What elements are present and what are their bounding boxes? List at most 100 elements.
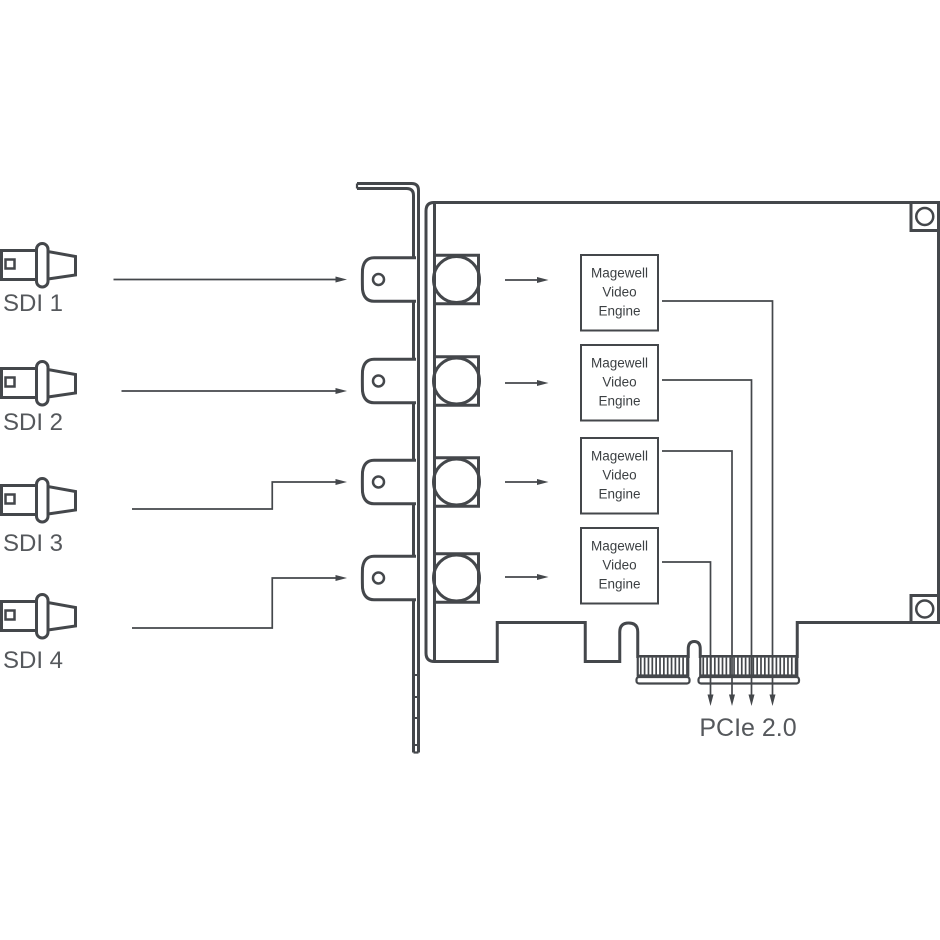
route-line-4 bbox=[662, 561, 712, 695]
route-line-3 bbox=[662, 450, 733, 695]
sdi-1-label: SDI 1 bbox=[3, 290, 63, 317]
pcb-board bbox=[424, 201, 940, 663]
sdi-4-label: SDI 4 bbox=[3, 647, 63, 674]
arrow-head-icon bbox=[335, 388, 347, 394]
bnc-plug-icon bbox=[0, 360, 77, 407]
route-line-1 bbox=[662, 300, 774, 695]
bnc-barrel bbox=[360, 256, 416, 303]
route-line-2 bbox=[662, 379, 753, 695]
engine-text-line: Video bbox=[602, 558, 636, 573]
sdi-input-2: SDI 2 bbox=[0, 360, 77, 436]
engine-text-line: Video bbox=[602, 285, 636, 300]
bnc-ports bbox=[360, 253, 481, 604]
sdi-input-4: SDI 4 bbox=[0, 593, 77, 674]
sdi-2-label: SDI 2 bbox=[3, 409, 63, 436]
pcie-gold-fingers-icon bbox=[635, 655, 801, 685]
plug-pin bbox=[4, 609, 16, 621]
engine-box bbox=[580, 527, 659, 605]
arrow-head-icon bbox=[537, 277, 549, 283]
bnc-mount-circle bbox=[432, 255, 481, 304]
plug-body bbox=[0, 367, 39, 399]
bnc-plug-icon bbox=[0, 593, 77, 640]
pcie-routes bbox=[662, 300, 776, 706]
engine-text-line: Video bbox=[602, 468, 636, 483]
engine-text-line: Engine bbox=[598, 394, 640, 409]
bnc-center-hole bbox=[371, 374, 386, 388]
engine-text-line: Magewell bbox=[591, 356, 648, 371]
bnc-plug-icon bbox=[0, 242, 77, 289]
screw-hole-circle bbox=[915, 599, 935, 619]
bracket-outer-edge bbox=[357, 182, 420, 753]
arrow-head-icon bbox=[335, 575, 347, 581]
plug-collar bbox=[35, 360, 50, 407]
bnc-plug-icon bbox=[0, 477, 77, 524]
arrow-head-icon bbox=[537, 574, 549, 580]
finger-base-2 bbox=[697, 675, 801, 685]
arrow-head-icon bbox=[707, 694, 714, 706]
bnc-port-icon bbox=[360, 253, 481, 306]
bnc-port-icon bbox=[360, 355, 481, 407]
arrow-head-icon bbox=[748, 694, 755, 706]
input-arrows bbox=[113, 276, 347, 629]
arrow-line-4 bbox=[132, 577, 336, 629]
bnc-center-hole bbox=[371, 571, 386, 585]
plug-body bbox=[0, 484, 39, 516]
bracket-notches bbox=[413, 674, 419, 746]
bnc-port-icon bbox=[360, 456, 481, 508]
arrow-head-icon bbox=[335, 276, 347, 283]
arrow-head-icon bbox=[537, 479, 549, 485]
engine-block-1: Magewell Video Engine bbox=[580, 254, 659, 332]
port-to-engine-arrows bbox=[505, 277, 549, 580]
plug-body bbox=[0, 249, 39, 281]
screw-hole-circle bbox=[915, 206, 935, 227]
plug-nose bbox=[46, 484, 77, 516]
video-engines: Magewell Video Engine Magewell Video Eng… bbox=[580, 254, 659, 605]
plug-nose bbox=[46, 249, 77, 281]
arrow-head-icon bbox=[537, 380, 549, 386]
engine-box bbox=[580, 437, 659, 515]
pcb-outline bbox=[424, 201, 940, 663]
sdi-input-3: SDI 3 bbox=[0, 477, 77, 557]
engine-text-line: Engine bbox=[598, 304, 640, 319]
plug-nose bbox=[46, 367, 77, 399]
finger-base-1 bbox=[635, 675, 691, 685]
arrow-head-icon bbox=[729, 694, 735, 706]
plug-pin bbox=[4, 493, 16, 505]
engine-block-2: Magewell Video Engine bbox=[580, 344, 659, 422]
plug-collar bbox=[35, 242, 50, 289]
plug-nose bbox=[46, 600, 77, 632]
sdi-input-1: SDI 1 bbox=[0, 242, 77, 317]
bnc-center-hole bbox=[371, 272, 386, 287]
plug-pin bbox=[4, 258, 16, 270]
mounting-bracket bbox=[355, 182, 420, 754]
arrow-line-3 bbox=[132, 481, 336, 510]
engine-text-line: Engine bbox=[598, 487, 640, 502]
bnc-barrel bbox=[360, 357, 416, 405]
bnc-barrel bbox=[360, 458, 416, 506]
bnc-center-hole bbox=[371, 475, 386, 489]
plug-pin bbox=[4, 376, 16, 388]
engine-box bbox=[580, 254, 659, 332]
arrow-head-icon bbox=[335, 479, 347, 485]
sdi-3-label: SDI 3 bbox=[3, 530, 63, 557]
plug-collar bbox=[35, 477, 50, 524]
screw-hole-bottom bbox=[909, 594, 940, 624]
plug-body bbox=[0, 600, 39, 632]
bracket-inner-edge bbox=[357, 187, 415, 753]
bnc-mount-circle bbox=[432, 553, 481, 603]
bnc-mount-circle bbox=[432, 356, 481, 406]
engine-text-line: Magewell bbox=[591, 266, 648, 281]
pcie-bus-label: PCIe 2.0 bbox=[699, 714, 796, 742]
engine-text-line: Video bbox=[602, 375, 636, 390]
engine-box bbox=[580, 344, 659, 422]
engine-block-4: Magewell Video Engine bbox=[580, 527, 659, 605]
plug-collar bbox=[35, 593, 50, 640]
bnc-port-icon bbox=[360, 552, 481, 604]
screw-hole-top bbox=[909, 201, 940, 232]
engine-text-line: Magewell bbox=[591, 539, 648, 554]
engine-text-line: Magewell bbox=[591, 449, 648, 464]
engine-text-line: Engine bbox=[598, 577, 640, 592]
arrow-head-icon bbox=[769, 694, 776, 706]
